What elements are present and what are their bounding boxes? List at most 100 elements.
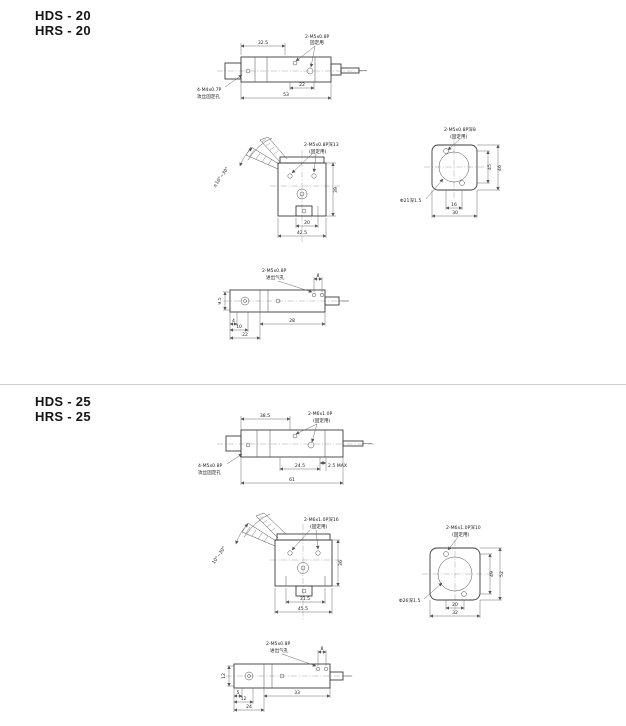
part-detail xyxy=(245,430,372,457)
dim-label: 30 xyxy=(452,210,458,216)
dimension-lines xyxy=(425,138,500,218)
angle-label: 10°~30° xyxy=(211,545,227,565)
labels: ±10°~30° 2-M5x0.8P深13 (固定用) 39 20 42.5 xyxy=(212,141,339,236)
tap-label: 4-M4x0.7P xyxy=(197,87,221,93)
dim-label: 16 xyxy=(451,202,457,208)
model-title-hds25: HDS - 25 xyxy=(35,394,91,409)
labels: 32.5 2-M5x0.8P 固定用 4-M4x0.7P 攻丝固定孔 22 53 xyxy=(197,34,329,100)
center-line xyxy=(270,150,340,244)
hds25-end-view: 2-M6x1.0P深10 (固定用) 49 52 Φ26深1.5 20 32 xyxy=(399,524,505,618)
dim-label: 42.5 xyxy=(297,230,307,236)
labels: 2-M6x1.0P深10 (固定用) 49 52 Φ26深1.5 20 32 xyxy=(399,524,505,616)
part-outline xyxy=(274,533,333,597)
dim-label: 20 xyxy=(304,220,310,226)
thread-note: 固定用 xyxy=(310,39,324,46)
dim-label: 32.5 xyxy=(258,40,268,46)
labels: 2-M5x0.8P深8 (固定用) 45 46 Φ21深1.5 16 30 xyxy=(400,126,503,216)
hds20-front-view: ±10°~30° 2-M5x0.8P深13 (固定用) 39 20 42.5 xyxy=(212,136,340,244)
dimension-lines xyxy=(227,650,331,712)
dim-label: 5 xyxy=(237,690,240,696)
dimension-lines xyxy=(239,147,336,238)
hds20-bottom-view: 2-M5x0.8P 进出气孔 8 9.5 4 10 22 28 xyxy=(218,268,350,340)
dim-label: 33 xyxy=(294,690,300,696)
dim-label: 9.5 xyxy=(218,297,223,304)
part-detail xyxy=(437,551,473,597)
dimension-lines xyxy=(235,523,340,614)
section-divider xyxy=(0,384,626,385)
angle-label: ±10°~30° xyxy=(212,166,231,189)
model-title-hrs25: HRS - 25 xyxy=(35,409,91,424)
dim-label: 45.5 xyxy=(298,606,308,612)
gripper-jaws xyxy=(245,136,317,214)
part-outline xyxy=(224,56,360,83)
hds20-end-view: 2-M5x0.8P深8 (固定用) 45 46 Φ21深1.5 16 30 xyxy=(400,126,503,218)
model-title-hds20: HDS - 20 xyxy=(35,8,91,23)
bore-label: Φ21深1.5 xyxy=(400,197,421,204)
part-detail xyxy=(244,664,352,688)
thread-note: 进出气孔 xyxy=(266,274,285,281)
thread-note: (固定用) xyxy=(309,148,327,155)
dim-label: 20 xyxy=(452,602,458,608)
dim-label: 8 xyxy=(317,273,320,279)
dimension-lines xyxy=(223,277,326,340)
dim-label: 2.5 MAX xyxy=(328,463,347,469)
dim-label: 8 xyxy=(321,646,324,652)
part-detail xyxy=(438,148,470,186)
hds25-plan-view: 38.5 2-M6x1.0P (固定用) 4-M5x0.8P 攻丝固定孔 24.… xyxy=(198,411,375,485)
dim-label: 10 xyxy=(236,324,242,330)
thread-label: 2-M5x0.8P xyxy=(305,34,329,40)
thread-note: 进出气孔 xyxy=(270,647,289,654)
center-line xyxy=(270,524,342,620)
dim-label: 52 xyxy=(499,571,505,577)
dim-label: 61 xyxy=(289,477,295,483)
part-outline xyxy=(225,429,364,458)
dimension-lines xyxy=(224,43,332,100)
dim-label: 12 xyxy=(241,696,247,702)
dim-label: 36 xyxy=(338,560,344,566)
center-line xyxy=(422,540,492,610)
dim-label: 45 xyxy=(487,164,493,170)
dim-label: 24 xyxy=(246,704,252,710)
labels: 38.5 2-M6x1.0P (固定用) 4-M5x0.8P 攻丝固定孔 24.… xyxy=(198,411,347,483)
labels: 2-M5x0.8P 进出气孔 8 9.5 4 10 22 28 xyxy=(218,268,320,338)
thread-label: 2-M6x1.0P xyxy=(308,411,332,417)
dim-label: 24.5 xyxy=(295,463,305,469)
dim-label: 38.5 xyxy=(260,413,270,419)
hds20-plan-view: 32.5 2-M5x0.8P 固定用 4-M4x0.7P 攻丝固定孔 22 53 xyxy=(197,34,367,100)
thread-label: 2-M6x1.0P深16 xyxy=(304,516,339,523)
thread-label: 2-M5x0.8P xyxy=(266,641,290,647)
labels: 2-M5x0.8P 进出气孔 8 12 5 12 24 33 xyxy=(221,641,324,710)
part-outline xyxy=(277,156,327,217)
dim-label: 32 xyxy=(452,610,458,616)
dimension-lines xyxy=(226,416,344,485)
dim-label: 22 xyxy=(299,82,305,88)
thread-note: (固定用) xyxy=(450,133,468,140)
thread-label: 2-M5x0.8P xyxy=(262,268,286,274)
part-outline xyxy=(429,547,481,601)
tap-label: 4-M5x0.8P xyxy=(198,463,222,469)
bore-label: Φ26深1.5 xyxy=(399,597,420,604)
thread-note: (固定用) xyxy=(452,531,470,538)
dim-label: 31.5 xyxy=(300,596,310,602)
thread-label: 2-M5x0.8P深13 xyxy=(304,141,339,148)
part-outline xyxy=(431,144,478,191)
labels: 10°~30° 2-M6x1.0P深16 (固定用) 36 31.5 45.5 xyxy=(211,516,344,612)
thread-note: (固定用) xyxy=(310,523,328,530)
dim-label: 22 xyxy=(242,332,248,338)
dim-label: 4 xyxy=(232,318,235,324)
tap-note: 攻丝固定孔 xyxy=(197,93,220,100)
dim-label: 28 xyxy=(289,318,295,324)
thread-note: (固定用) xyxy=(313,417,331,424)
dim-label: 46 xyxy=(497,165,503,171)
dim-label: 53 xyxy=(283,92,289,98)
thread-label: 2-M6x1.0P深10 xyxy=(446,524,481,531)
part-detail xyxy=(245,57,367,82)
model-title-hrs20: HRS - 20 xyxy=(35,23,91,38)
hds25-front-view: 10°~30° 2-M6x1.0P深16 (固定用) 36 31.5 45.5 xyxy=(211,512,344,620)
dim-label: 39 xyxy=(333,187,339,193)
dim-label: 49 xyxy=(489,571,495,577)
tap-note: 攻丝固定孔 xyxy=(198,469,221,476)
hds25-bottom-view: 2-M5x0.8P 进出气孔 8 12 5 12 24 33 xyxy=(221,641,353,712)
dimension-lines xyxy=(423,536,502,618)
